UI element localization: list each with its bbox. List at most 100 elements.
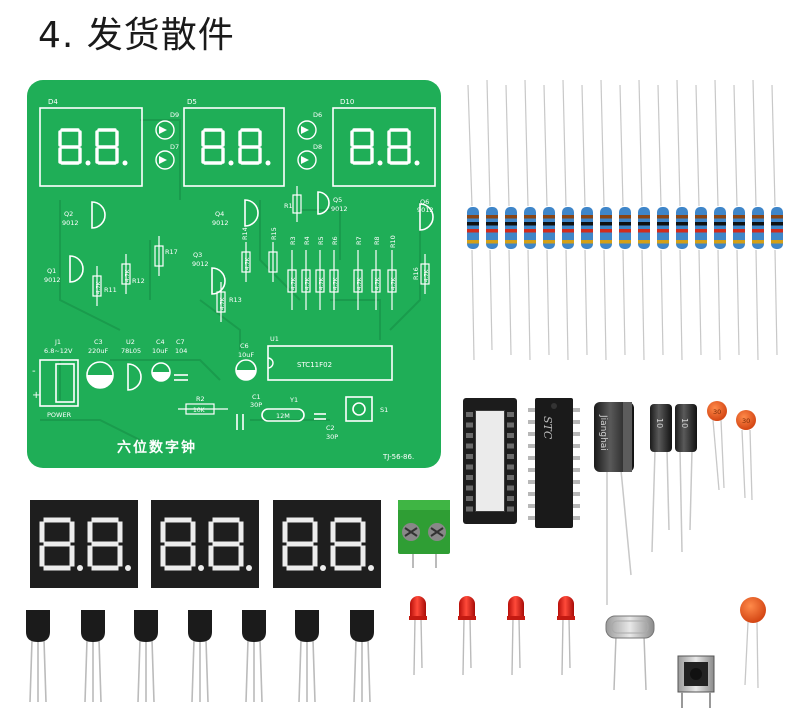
- socket-pin: [507, 496, 514, 501]
- label-mcu: STC11F02: [297, 361, 332, 369]
- label-c1: C1: [252, 393, 261, 401]
- label-j1-voltage: 6.8~12V: [44, 347, 73, 355]
- resistor: [524, 207, 536, 249]
- chip-pin: [528, 504, 536, 508]
- resistor-strip: [467, 79, 783, 361]
- resistor: [752, 207, 764, 249]
- resistor: [562, 207, 574, 249]
- socket-pin: [507, 506, 514, 512]
- cap-small-value-1: 10: [655, 418, 664, 428]
- label-c4-value: 10uF: [152, 347, 168, 355]
- red-led: [507, 596, 525, 676]
- cap-small-value-2: 10: [680, 418, 689, 428]
- resistor-footprint-r11: [92, 266, 102, 306]
- chip-pin: [572, 444, 580, 448]
- chip-pin: [572, 492, 580, 496]
- cap-footprint-c7: [174, 374, 188, 381]
- transistor-footprint-q3: [211, 267, 226, 295]
- socket-pin: [466, 443, 473, 449]
- electrolytic-cap-small-2: 10: [675, 404, 697, 553]
- chip-pin: [572, 480, 580, 484]
- label-y1: Y1: [289, 396, 298, 404]
- ic-socket: [463, 398, 517, 524]
- transistor-footprint-q2: [91, 201, 106, 229]
- value-r4: 4.7K: [305, 277, 311, 290]
- resistor-footprint-r5: [315, 250, 325, 310]
- pcb-board-code: TJ-56-86.: [382, 453, 414, 461]
- resistor-footprint-r8: [371, 250, 381, 310]
- seven-segment-display: [30, 500, 138, 588]
- socket-pin: [507, 433, 514, 438]
- label-r15: R15: [270, 227, 278, 240]
- chip-pin: [528, 432, 536, 436]
- transistor: [242, 610, 266, 703]
- chip-pin: [572, 516, 580, 520]
- crystal-oscillator: [605, 615, 655, 691]
- power-connector-footprint: [39, 359, 79, 407]
- resistor-footprint-r16: [420, 254, 430, 294]
- value-r8: 4.7K: [375, 277, 381, 290]
- label-d5: D5: [187, 98, 197, 106]
- transistor: [188, 610, 212, 703]
- socket-pin: [507, 422, 514, 428]
- pcb-board: D4 D5 D10 D9 D7 D6 D8: [27, 80, 441, 468]
- value-r13: 4.7K: [220, 297, 226, 310]
- transistor-row: [26, 610, 374, 703]
- chip-pin: [572, 420, 580, 424]
- value-r11: 4.7K: [96, 281, 102, 294]
- chip-pin: [572, 468, 580, 472]
- label-u1: U1: [270, 335, 279, 343]
- label-q4: Q4: [215, 210, 224, 218]
- cap-footprint-c6: [235, 359, 257, 381]
- socket-pin: [466, 485, 473, 491]
- display-outline-d4: [39, 107, 143, 187]
- label-c4: C4: [156, 338, 165, 346]
- socket-pin: [466, 454, 473, 459]
- chip-pin: [528, 408, 536, 412]
- label-q5: Q5: [333, 196, 342, 204]
- regulator-footprint-u2: [127, 363, 142, 391]
- socket-pin: [466, 496, 473, 501]
- socket-pin: [466, 433, 473, 438]
- label-d8: D8: [313, 143, 322, 151]
- value-r7: 4.7K: [357, 277, 363, 290]
- label-d9: D9: [170, 111, 179, 119]
- resistor-footprint-r2: [178, 403, 228, 415]
- label-d4: D4: [48, 98, 58, 106]
- screw-terminal: [398, 500, 450, 568]
- label-c1-value: 30P: [250, 401, 262, 409]
- cap-footprint-c4: [151, 362, 171, 382]
- transistor: [295, 610, 319, 703]
- value-r12: 4.7K: [125, 269, 131, 282]
- resistor: [600, 207, 612, 249]
- resistor-footprint-r7: [353, 250, 363, 310]
- resistor-footprint-r1: [292, 186, 302, 222]
- resistor-footprint-r6: [329, 250, 339, 310]
- seven-segment-displays: [30, 500, 381, 588]
- resistor-footprint-r15: [268, 242, 278, 282]
- label-u2: U2: [126, 338, 135, 346]
- display-outline-d5: [183, 107, 285, 187]
- label-q5-part: 9012: [331, 205, 348, 213]
- socket-pin: [466, 464, 473, 470]
- pcb-title: 六位数字钟: [117, 439, 197, 456]
- socket-pin: [507, 464, 514, 470]
- label-r8: R8: [373, 236, 381, 245]
- red-led: [409, 596, 427, 676]
- label-q1-part: 9012: [44, 276, 61, 284]
- cap-footprint-c1: [236, 414, 244, 430]
- red-led: [458, 596, 476, 676]
- cap-footprint-c2: [314, 413, 326, 420]
- value-r3: 4.7K: [291, 277, 297, 290]
- mcu-chip: STC: [528, 398, 580, 528]
- label-q2-part: 9012: [62, 219, 79, 227]
- transistor: [134, 610, 158, 703]
- label-c7-value: 104: [175, 347, 187, 355]
- chip-pin: [528, 468, 536, 472]
- resistor: [505, 207, 517, 249]
- label-r6: R6: [331, 236, 339, 245]
- ceramic-value-1: 30: [713, 408, 721, 416]
- resistor-body: [467, 207, 783, 249]
- ceramic-cap-3: [740, 597, 766, 689]
- resistor-footprint-r12: [121, 254, 131, 294]
